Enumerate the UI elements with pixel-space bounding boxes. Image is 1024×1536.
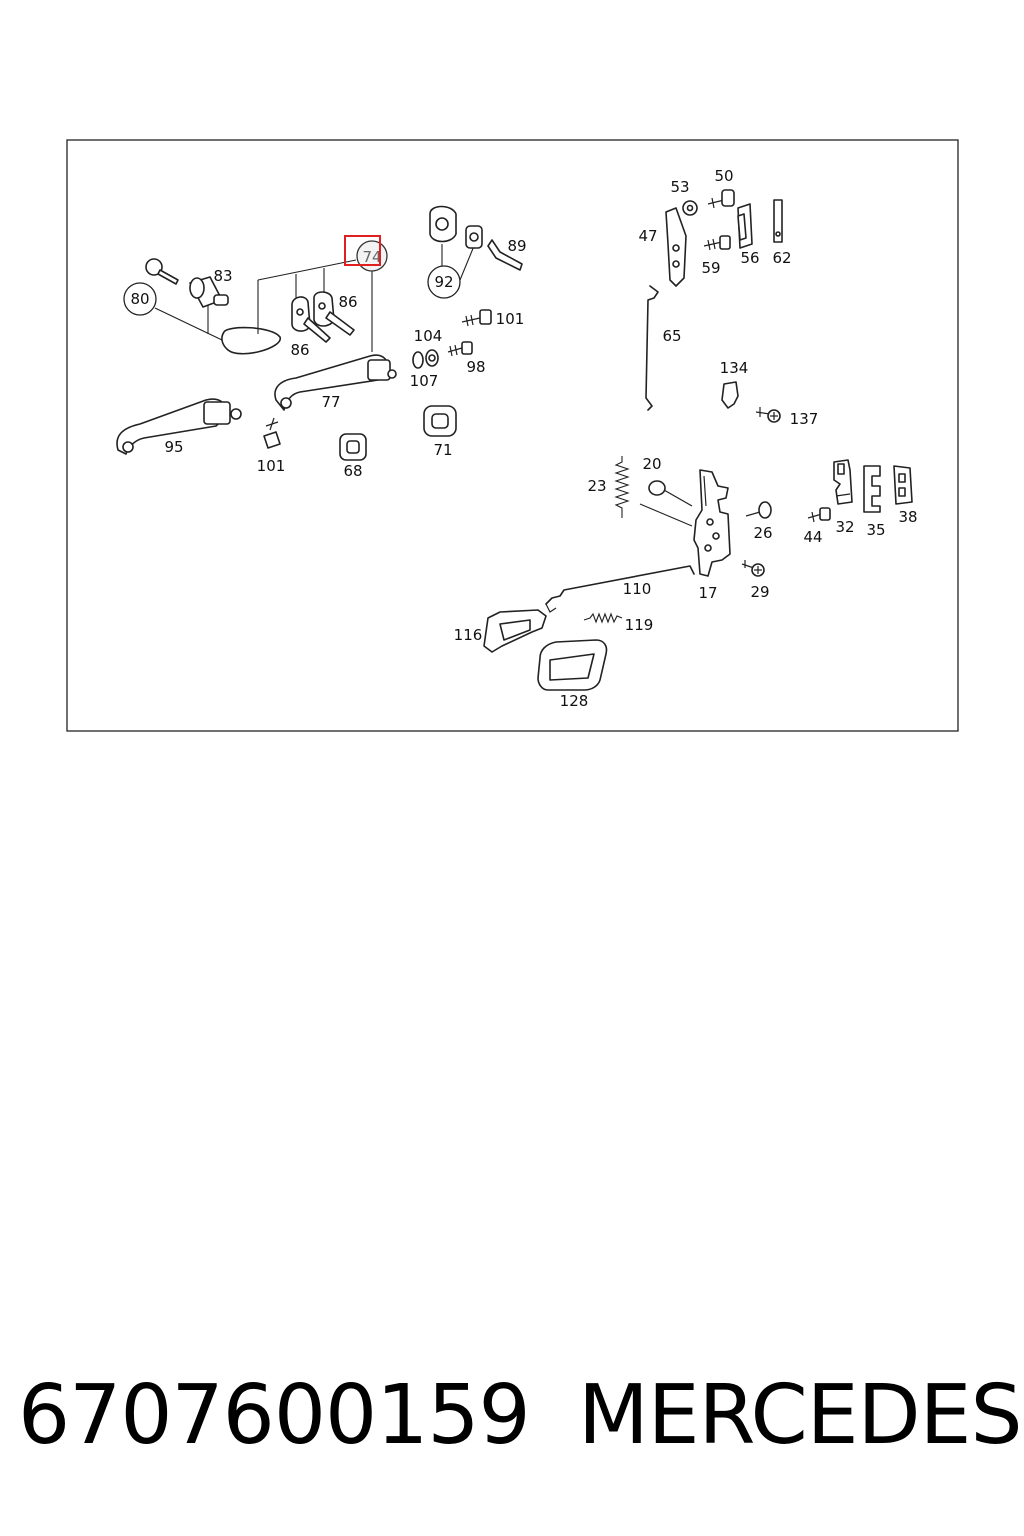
screw-part-137 [755, 407, 781, 423]
label-107: 107 [410, 372, 439, 390]
label-65: 65 [662, 327, 681, 345]
label-38: 38 [898, 508, 917, 526]
label-29: 29 [750, 583, 769, 601]
outer-handle-part-77 [274, 354, 397, 411]
label-104: 104 [414, 327, 443, 345]
spring-part-119 [583, 612, 623, 624]
label-62: 62 [772, 249, 791, 267]
star-washer-part-53 [682, 200, 698, 216]
label-83: 83 [213, 267, 232, 285]
outer-handle-part-95 [116, 398, 242, 455]
callout-circle-80 [123, 282, 157, 316]
label-53: 53 [670, 178, 689, 196]
label-92: 92 [434, 273, 453, 291]
lock-cylinder-part [189, 276, 229, 308]
label-98: 98 [466, 358, 485, 376]
label-74: 74 [362, 248, 381, 266]
label-68: 68 [343, 462, 362, 480]
plate-part-56 [737, 203, 753, 249]
screw-part-98 [447, 341, 473, 357]
label-20: 20 [642, 455, 661, 473]
plate-part-35 [863, 465, 881, 513]
screw-part-44 [807, 507, 831, 523]
label-59: 59 [701, 259, 720, 277]
label-77: 77 [321, 393, 340, 411]
gasket-part-71 [423, 405, 457, 437]
label-128: 128 [560, 692, 589, 710]
washer-parts [412, 349, 439, 369]
key-part [145, 258, 179, 285]
diagram-frame [66, 139, 959, 732]
part-number: 6707600159 [18, 1368, 531, 1463]
label-35: 35 [866, 521, 885, 539]
lever-part-86b [313, 291, 355, 336]
spring-part-23 [614, 456, 630, 518]
label-86-upper: 86 [338, 293, 357, 311]
highlight-box [344, 235, 381, 266]
rod-part-65 [645, 285, 659, 411]
label-23: 23 [587, 477, 606, 495]
rod-part-110 [545, 565, 695, 605]
label-50: 50 [714, 167, 733, 185]
screw-part-59 [703, 235, 731, 251]
screw-part-50 [707, 189, 735, 209]
screw-part-101-upper [461, 309, 492, 327]
label-26: 26 [753, 524, 772, 542]
screw-part-29 [741, 560, 765, 577]
label-17: 17 [698, 584, 717, 602]
label-119: 119 [625, 616, 654, 634]
screw-part-26 [745, 501, 772, 519]
gasket-part-68 [339, 433, 367, 461]
label-71: 71 [433, 441, 452, 459]
brand-name: MERCEDES [578, 1368, 1023, 1463]
label-110: 110 [623, 580, 652, 598]
plate-part-38 [893, 465, 913, 505]
label-101-upper: 101 [496, 310, 525, 328]
caption: 6707600159 MERCEDES [18, 1368, 1023, 1468]
retaining-clip-part [221, 326, 281, 355]
label-44: 44 [803, 528, 822, 546]
inner-handle-part-116 [483, 609, 547, 653]
label-47: 47 [638, 227, 657, 245]
label-101-lower: 101 [257, 457, 286, 475]
label-137: 137 [790, 410, 819, 428]
gasket-part-89 [465, 225, 523, 271]
clip-part-134 [721, 381, 739, 409]
label-32: 32 [835, 518, 854, 536]
door-lock-part-17 [693, 469, 731, 577]
label-134: 134 [720, 359, 749, 377]
bracket-part-32 [833, 459, 853, 505]
bezel-part-128 [537, 639, 608, 691]
label-86-lower: 86 [290, 341, 309, 359]
label-95: 95 [164, 438, 183, 456]
lock-bracket-part-47 [665, 207, 687, 287]
bushing-part-20 [648, 480, 693, 507]
strip-part-62 [773, 199, 783, 243]
callout-circle-92 [427, 265, 461, 299]
label-80: 80 [130, 290, 149, 308]
label-89: 89 [507, 237, 526, 255]
label-56: 56 [740, 249, 759, 267]
screw-part-101-lower [263, 417, 281, 449]
label-116: 116 [454, 626, 483, 644]
lever-part-86a [291, 296, 331, 343]
exploded-parts-diagram: 80 83 86 86 74 77 [66, 139, 959, 732]
plate-part-92 [429, 205, 457, 243]
